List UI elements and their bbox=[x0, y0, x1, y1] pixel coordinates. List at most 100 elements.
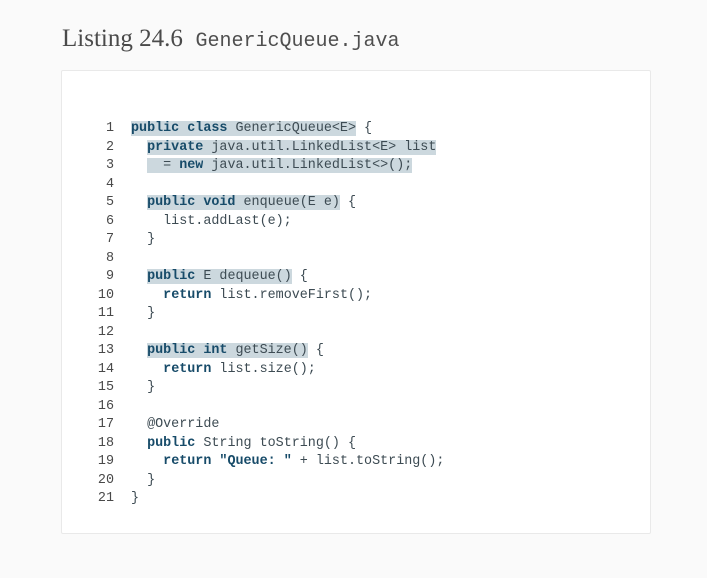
code-line: 17 @Override bbox=[97, 416, 650, 435]
code-text: { bbox=[339, 195, 357, 210]
listing-label: Listing 24.6 bbox=[62, 25, 183, 52]
line-number: 11 bbox=[97, 306, 114, 321]
code-keyword: new bbox=[179, 158, 204, 173]
line-code: private java.util.LinkedList<E> list bbox=[131, 139, 437, 158]
code-keyword: public class bbox=[131, 121, 236, 136]
code-text: } bbox=[131, 472, 156, 488]
line-number: 7 bbox=[105, 232, 114, 247]
code-keyword: private bbox=[147, 139, 204, 155]
code-text: String toString() { bbox=[195, 435, 357, 451]
listing-title: Listing 24.6 GenericQueue.java bbox=[62, 24, 707, 56]
line-code: return list.size(); bbox=[131, 361, 316, 380]
code-highlight: = bbox=[147, 158, 180, 173]
line-number: 18 bbox=[97, 435, 114, 451]
line-number: 15 bbox=[97, 380, 114, 395]
line-code: return "Queue: " + list.toString(); bbox=[131, 453, 444, 472]
code-text bbox=[131, 343, 147, 358]
code-keyword: return "Queue: " bbox=[163, 454, 292, 469]
code-line: 2 private java.util.LinkedList<E> list bbox=[97, 139, 650, 158]
code-text: { bbox=[356, 121, 373, 136]
code-line: 21} bbox=[97, 490, 650, 509]
code-line: 18 public String toString() { bbox=[97, 435, 650, 454]
code-text: list.size(); bbox=[211, 361, 316, 377]
line-number: 3 bbox=[105, 158, 114, 173]
line-code: public class GenericQueue<E> { bbox=[131, 120, 372, 139]
line-code: return list.removeFirst(); bbox=[131, 287, 372, 306]
code-line: 16 bbox=[97, 398, 650, 417]
code-line: 6 list.addLast(e); bbox=[97, 213, 650, 232]
line-number: 16 bbox=[97, 398, 114, 414]
code-text bbox=[131, 140, 147, 155]
code-text: } bbox=[131, 380, 156, 395]
code-keyword: public bbox=[147, 435, 196, 451]
listing-filename: GenericQueue.java bbox=[195, 30, 400, 53]
line-code: } bbox=[131, 472, 155, 491]
line-number: 2 bbox=[105, 139, 114, 155]
line-code: public E dequeue() { bbox=[131, 268, 308, 287]
code-text: list.removeFirst(); bbox=[211, 287, 373, 303]
code-highlight: enqueue(E e) bbox=[235, 195, 340, 210]
code-line: 5 public void enqueue(E e) { bbox=[97, 194, 650, 213]
code-highlight: java.util.LinkedList<E> list bbox=[203, 139, 437, 155]
code-line: 19 return "Queue: " + list.toString(); bbox=[97, 453, 650, 472]
code-text bbox=[131, 195, 147, 210]
code-line: 9 public E dequeue() { bbox=[97, 268, 650, 287]
line-number: 8 bbox=[105, 250, 114, 266]
code-keyword: public void bbox=[147, 195, 236, 210]
code-text: list.addLast(e); bbox=[131, 213, 292, 229]
code-highlight: getSize() bbox=[227, 343, 308, 358]
code-line: 7 } bbox=[97, 231, 650, 250]
line-number: 14 bbox=[97, 361, 114, 377]
code-line: 11 } bbox=[97, 305, 650, 324]
line-code: public String toString() { bbox=[131, 435, 356, 454]
line-number: 5 bbox=[105, 195, 114, 210]
code-line: 4 bbox=[97, 176, 650, 195]
code-highlight: java.util.LinkedList<>(); bbox=[203, 158, 413, 173]
line-code: } bbox=[131, 231, 155, 250]
code-text bbox=[131, 269, 147, 284]
code-text: } bbox=[131, 491, 140, 506]
line-number: 10 bbox=[97, 287, 114, 303]
code-line: 3 = new java.util.LinkedList<>(); bbox=[97, 157, 650, 176]
line-code: } bbox=[131, 490, 139, 509]
code-text: + list.toString(); bbox=[291, 454, 445, 469]
line-number: 19 bbox=[97, 454, 114, 469]
line-number: 9 bbox=[105, 269, 114, 284]
code-highlight: E dequeue() bbox=[195, 269, 292, 284]
line-number: 17 bbox=[97, 417, 114, 432]
code-line: 15 } bbox=[97, 379, 650, 398]
code-keyword: public bbox=[147, 269, 196, 284]
code-line: 20 } bbox=[97, 472, 650, 491]
line-code: } bbox=[131, 379, 155, 398]
code-text: } bbox=[131, 306, 156, 321]
line-number: 1 bbox=[105, 121, 114, 136]
code-text: { bbox=[307, 343, 324, 358]
code-text bbox=[131, 158, 147, 173]
line-code: public int getSize() { bbox=[131, 342, 324, 361]
code-keyword: return bbox=[163, 361, 212, 377]
code-text bbox=[131, 454, 163, 469]
line-number: 12 bbox=[97, 324, 114, 340]
code-text: @Override bbox=[131, 417, 220, 432]
line-number: 13 bbox=[97, 343, 114, 358]
code-text: { bbox=[291, 269, 308, 284]
code-line: 12 bbox=[97, 324, 650, 343]
code-line: 1 public class GenericQueue<E> { bbox=[97, 120, 650, 139]
line-code: } bbox=[131, 305, 155, 324]
code-line: 13 public int getSize() { bbox=[97, 342, 650, 361]
code-text bbox=[131, 436, 147, 451]
line-number: 21 bbox=[97, 491, 114, 506]
line-code: @Override bbox=[131, 416, 219, 435]
code-text bbox=[131, 362, 163, 377]
line-number: 6 bbox=[105, 213, 114, 229]
code-line: 8 bbox=[97, 250, 650, 269]
line-code: list.addLast(e); bbox=[131, 213, 292, 232]
code-keyword: public int bbox=[147, 343, 228, 358]
line-number: 4 bbox=[105, 176, 114, 192]
code-line: 10 return list.removeFirst(); bbox=[97, 287, 650, 306]
line-code: public void enqueue(E e) { bbox=[131, 194, 356, 213]
code-text bbox=[131, 288, 163, 303]
page: Listing 24.6 GenericQueue.java 1 public c… bbox=[0, 24, 707, 534]
